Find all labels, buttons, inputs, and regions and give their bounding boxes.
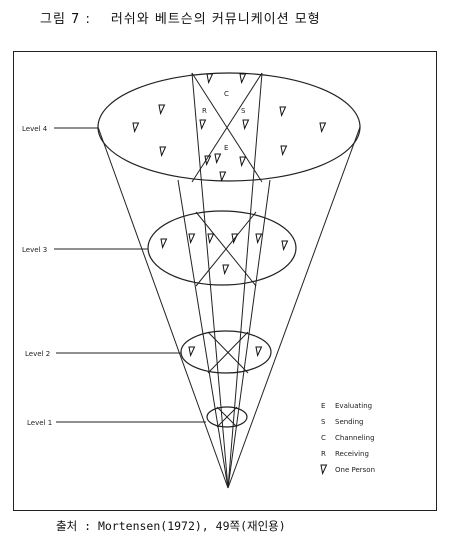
level1-ellipse (206, 406, 248, 428)
diagram-frame (13, 51, 437, 511)
channeling-letter: C (224, 90, 229, 98)
level1-label: Level 1 (27, 419, 52, 427)
legend-receiving-symbol: R (321, 450, 326, 458)
source-text: Mortensen(1972), 49쪽(재인용) (97, 519, 286, 533)
level4-ellipse (97, 72, 361, 182)
legend-evaluating-symbol: E (321, 402, 325, 410)
cone-outline (97, 72, 361, 489)
level3-label: Level 3 (22, 246, 47, 254)
legend-channeling-label: Channeling (335, 434, 375, 442)
legend-receiving-label: Receiving (335, 450, 369, 458)
figure-number: 그림 7 : (40, 12, 91, 27)
legend-channeling-symbol: C (321, 434, 326, 442)
process-cross-lines (191, 72, 263, 428)
level2-label: Level 2 (25, 350, 50, 358)
person-icon (320, 464, 327, 474)
figure-title: 러쉬와 베트슨의 커뮤니케이션 모형 (110, 12, 321, 27)
legend-sending-label: Sending (335, 418, 363, 426)
level4-label: Level 4 (22, 125, 48, 133)
figure-caption: 그림 7 : 러쉬와 베트슨의 커뮤니케이션 모형 (40, 8, 321, 27)
sending-letter: S (241, 107, 246, 115)
receiving-letter: R (202, 107, 207, 115)
level2-ellipse (180, 330, 272, 374)
source-label: 출처 : (56, 519, 92, 533)
legend-sending-symbol: S (321, 418, 326, 426)
legend: E Evaluating S Sending C Channeling R Re… (320, 402, 375, 474)
legend-evaluating-label: Evaluating (335, 402, 372, 410)
level3-ellipse (147, 210, 297, 286)
source-citation: 출처 : Mortensen(1972), 49쪽(재인용) (56, 518, 286, 534)
evaluating-letter: E (224, 144, 228, 152)
legend-one-person-label: One Person (335, 466, 375, 474)
